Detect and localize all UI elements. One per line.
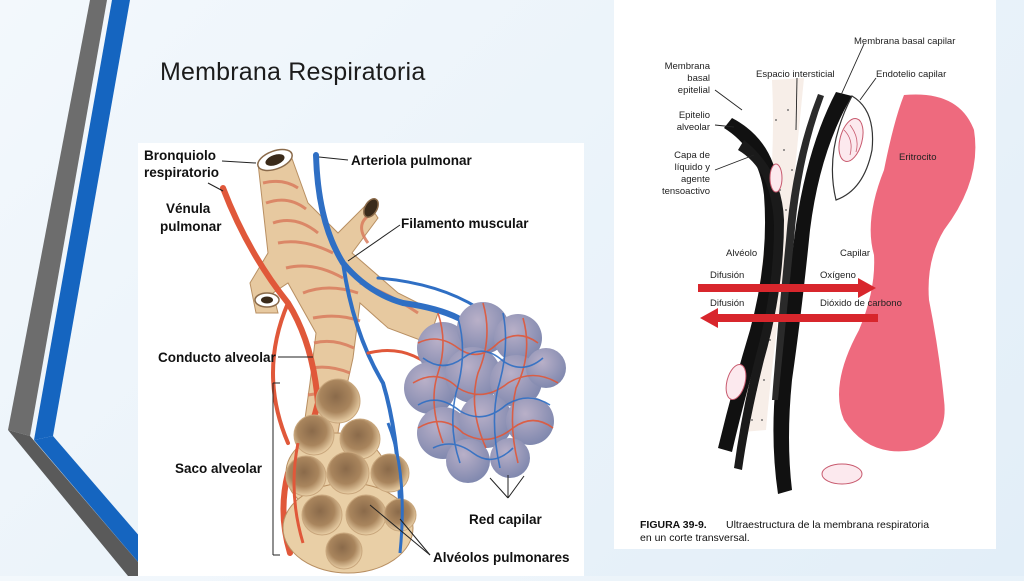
- label-venula-line1: Vénula: [166, 201, 211, 216]
- label-filamento: Filamento muscular: [401, 216, 529, 231]
- label-endotelio-capilar: Endotelio capilar: [876, 69, 946, 80]
- label-bronquiolo-line1: Bronquiolo: [144, 148, 216, 163]
- label-eritrocito: Eritrocito: [899, 152, 936, 163]
- label-conducto: Conducto alveolar: [158, 350, 277, 365]
- endothelial-membrane: [773, 92, 852, 494]
- diffusion-arrow-oxygen: [698, 278, 876, 298]
- label-alveolo: Alvéolo: [726, 248, 757, 259]
- label-capa-liquido-3: agente: [681, 174, 710, 185]
- leader-lines: [207, 156, 525, 556]
- label-membrana-basal-epitelial-2: basal: [687, 73, 710, 84]
- label-arteriola: Arteriola pulmonar: [351, 153, 473, 168]
- label-oxigeno: Oxígeno: [820, 270, 856, 281]
- label-difusion-1: Difusión: [710, 270, 744, 281]
- label-difusion-2: Difusión: [710, 298, 744, 309]
- caption-line-1: Ultraestructura de la membrana respirato…: [726, 519, 929, 531]
- label-venula-line2: pulmonar: [160, 219, 222, 234]
- label-epitelio-alveolar-2: alveolar: [677, 122, 710, 133]
- label-espacio-intersticial: Espacio intersticial: [756, 69, 835, 80]
- caption-figure-label: FIGURA 39-9.: [640, 519, 707, 531]
- alveolar-diagram-panel: Bronquiolo respiratorio Vénula pulmonar …: [138, 143, 584, 576]
- label-membrana-basal-capilar: Membrana basal capilar: [854, 36, 955, 47]
- blood-vessels: [220, 152, 480, 556]
- label-membrana-basal-epitelial-1: Membrana: [665, 61, 711, 72]
- epithelial-membrane: [718, 118, 780, 452]
- alveolar-sac: [282, 378, 417, 574]
- label-capa-liquido-1: Capa de: [674, 150, 710, 161]
- label-capa-liquido-4: tensoactivo: [662, 186, 710, 197]
- slide-title: Membrana Respiratoria: [160, 58, 426, 86]
- label-dioxido: Dióxido de carbono: [820, 298, 902, 309]
- label-capilar: Capilar: [840, 248, 870, 259]
- label-membrana-basal-epitelial-3: epitelial: [678, 85, 710, 96]
- label-capa-liquido-2: líquido y: [675, 162, 711, 173]
- label-bronquiolo-line2: respiratorio: [144, 165, 219, 180]
- caption-line-2: en un corte transversal.: [640, 532, 750, 544]
- membrane-diagram-panel: Membrana basal capilar Espacio interstic…: [614, 0, 996, 549]
- label-red-capilar: Red capilar: [469, 512, 543, 527]
- membrane-leader-lines: [714, 43, 877, 171]
- capillary-network: [404, 302, 566, 483]
- bronchiole: [249, 148, 439, 434]
- label-saco: Saco alveolar: [175, 461, 263, 476]
- label-alveolos: Alvéolos pulmonares: [433, 550, 570, 565]
- diffusion-arrow-co2: [700, 308, 878, 328]
- membrane-diagram: Membrana basal capilar Espacio interstic…: [640, 36, 976, 544]
- erythrocyte-shape: [839, 94, 976, 452]
- decorative-stripes: [8, 0, 160, 576]
- label-epitelio-alveolar-1: Epitelio: [679, 110, 710, 121]
- alveolar-diagram: Bronquiolo respiratorio Vénula pulmonar …: [144, 148, 570, 574]
